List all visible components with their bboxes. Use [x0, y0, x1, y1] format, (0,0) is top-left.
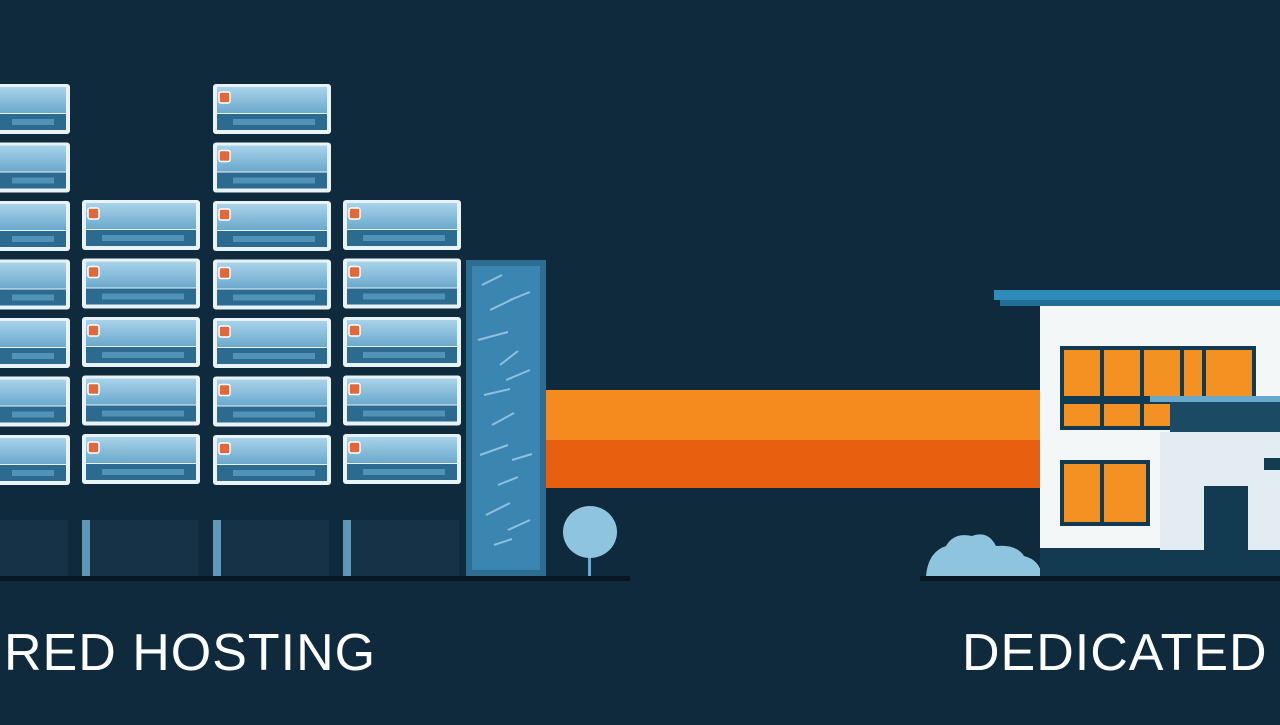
server-rack-icon: [82, 200, 200, 576]
server-unit: [213, 201, 331, 251]
server-rack-icon: [343, 200, 461, 576]
server-unit: [0, 84, 70, 134]
server-rack-icon: [0, 84, 70, 576]
ground-line-left: [0, 576, 630, 581]
server-unit: [82, 375, 200, 426]
shared-hosting-caption: RED HOSTING: [4, 624, 377, 682]
server-unit: [82, 258, 200, 309]
server-unit: [343, 317, 461, 367]
tree-icon: [563, 506, 617, 576]
server-unit: [82, 434, 200, 484]
server-unit: [0, 318, 70, 368]
server-unit: [0, 259, 70, 310]
house-icon: [994, 290, 1280, 576]
server-unit: [213, 318, 331, 368]
server-unit: [82, 200, 200, 250]
server-unit: [0, 435, 70, 485]
server-unit: [82, 317, 200, 367]
connection-bar: [546, 390, 1040, 488]
server-unit: [213, 435, 331, 485]
server-unit: [343, 434, 461, 484]
server-rack-icon: [213, 84, 331, 576]
server-unit: [0, 376, 70, 427]
server-unit: [213, 142, 331, 193]
server-unit: [213, 259, 331, 310]
server-unit: [213, 376, 331, 427]
dedicated-caption: DEDICATED: [962, 624, 1268, 682]
ground-line-right: [920, 576, 1280, 581]
server-unit: [213, 84, 331, 134]
bush-icon: [926, 534, 1042, 576]
server-unit: [343, 200, 461, 250]
server-unit: [343, 258, 461, 309]
server-unit: [0, 142, 70, 193]
server-racks: [0, 84, 461, 576]
server-unit: [0, 201, 70, 251]
server-unit: [343, 375, 461, 426]
glass-tower: [466, 260, 546, 576]
